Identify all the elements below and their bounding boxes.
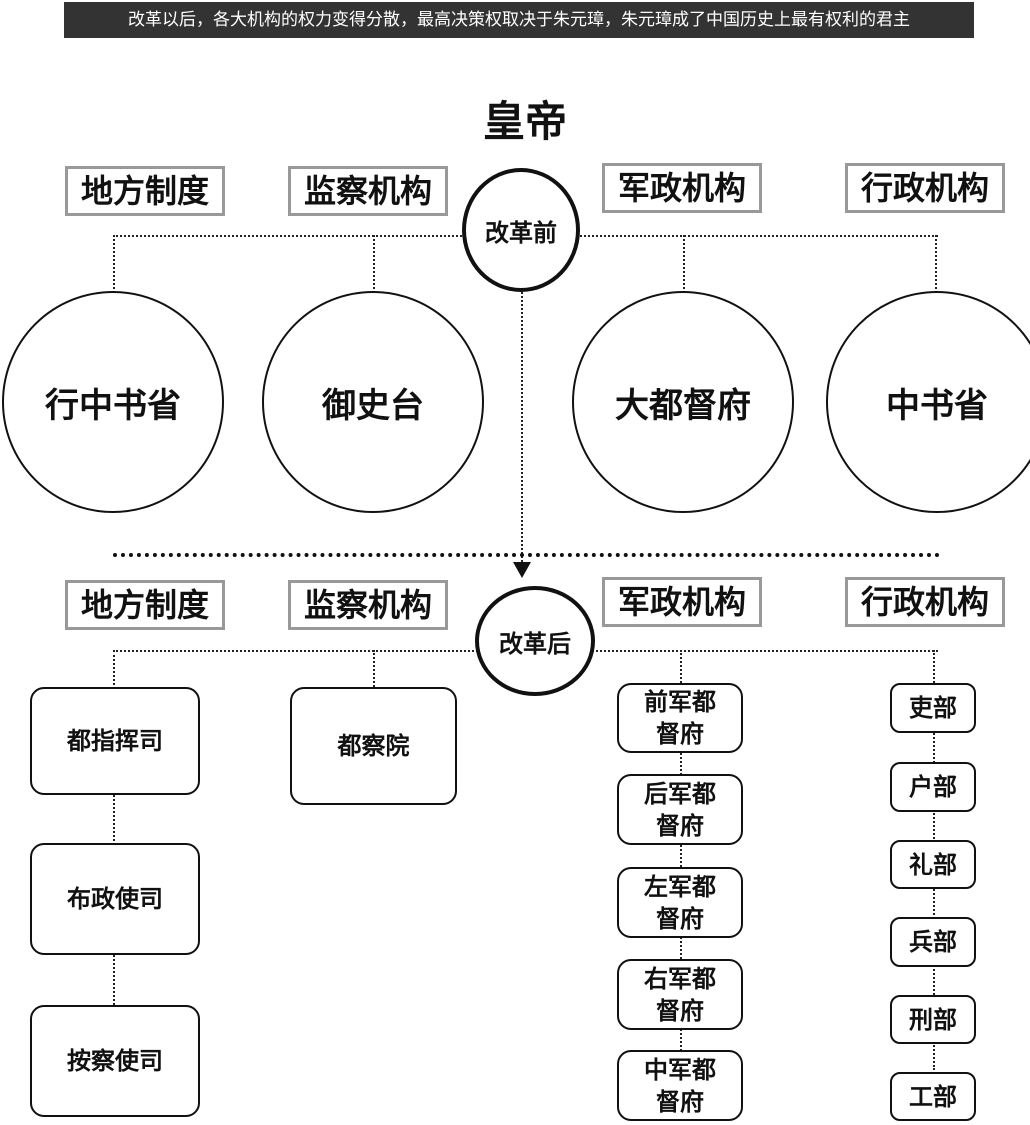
category-administrative: 行政机构 <box>845 163 1005 213</box>
category-local: 地方制度 <box>65 166 225 216</box>
connector-line <box>373 235 375 293</box>
institution-circle: 大都督府 <box>572 291 794 513</box>
ministry-box: 刑部 <box>890 995 976 1044</box>
military-office-box: 前军都督府 <box>617 683 743 753</box>
ministry-box: 户部 <box>890 762 976 812</box>
category-military: 军政机构 <box>602 163 762 213</box>
ministry-box: 工部 <box>890 1072 976 1121</box>
connector-line <box>113 650 115 1005</box>
connector-line <box>680 650 682 1070</box>
section-divider <box>113 553 940 557</box>
connector-line <box>373 650 375 690</box>
ministry-box: 兵部 <box>890 917 976 967</box>
local-office-box: 布政使司 <box>30 843 200 955</box>
institution-circle: 御史台 <box>262 291 484 513</box>
emperor-title: 皇帝 <box>482 97 567 146</box>
military-office-box: 后军都督府 <box>617 774 743 845</box>
institution-circle: 中书省 <box>826 291 1030 513</box>
military-office-box: 左军都督府 <box>617 867 743 938</box>
after-reform-circle: 改革后 <box>475 586 595 696</box>
military-office-box: 右军都督府 <box>617 959 743 1030</box>
ministry-box: 吏部 <box>890 683 976 733</box>
category-administrative: 行政机构 <box>845 577 1005 627</box>
category-military: 军政机构 <box>602 577 762 627</box>
institution-circle: 行中书省 <box>2 291 224 513</box>
category-local: 地方制度 <box>65 580 225 630</box>
arrow-line <box>521 292 523 562</box>
local-office-box: 都指挥司 <box>30 687 200 795</box>
local-office-box: 按察使司 <box>30 1005 200 1117</box>
arrow-down-icon <box>513 562 531 578</box>
caption-banner: 改革以后，各大机构的权力变得分散，最高决策权取决于朱元璋，朱元璋成了中国历史上最… <box>64 2 974 38</box>
military-office-box: 中军都督府 <box>617 1050 743 1121</box>
ministry-box: 礼部 <box>890 840 976 889</box>
before-reform-circle: 改革前 <box>462 168 580 292</box>
connector-line <box>935 235 937 293</box>
category-supervision: 监察机构 <box>288 580 448 630</box>
category-supervision: 监察机构 <box>288 166 448 216</box>
connector-line <box>683 235 685 293</box>
supervision-office-box: 都察院 <box>290 687 457 805</box>
connector-line <box>113 235 115 293</box>
